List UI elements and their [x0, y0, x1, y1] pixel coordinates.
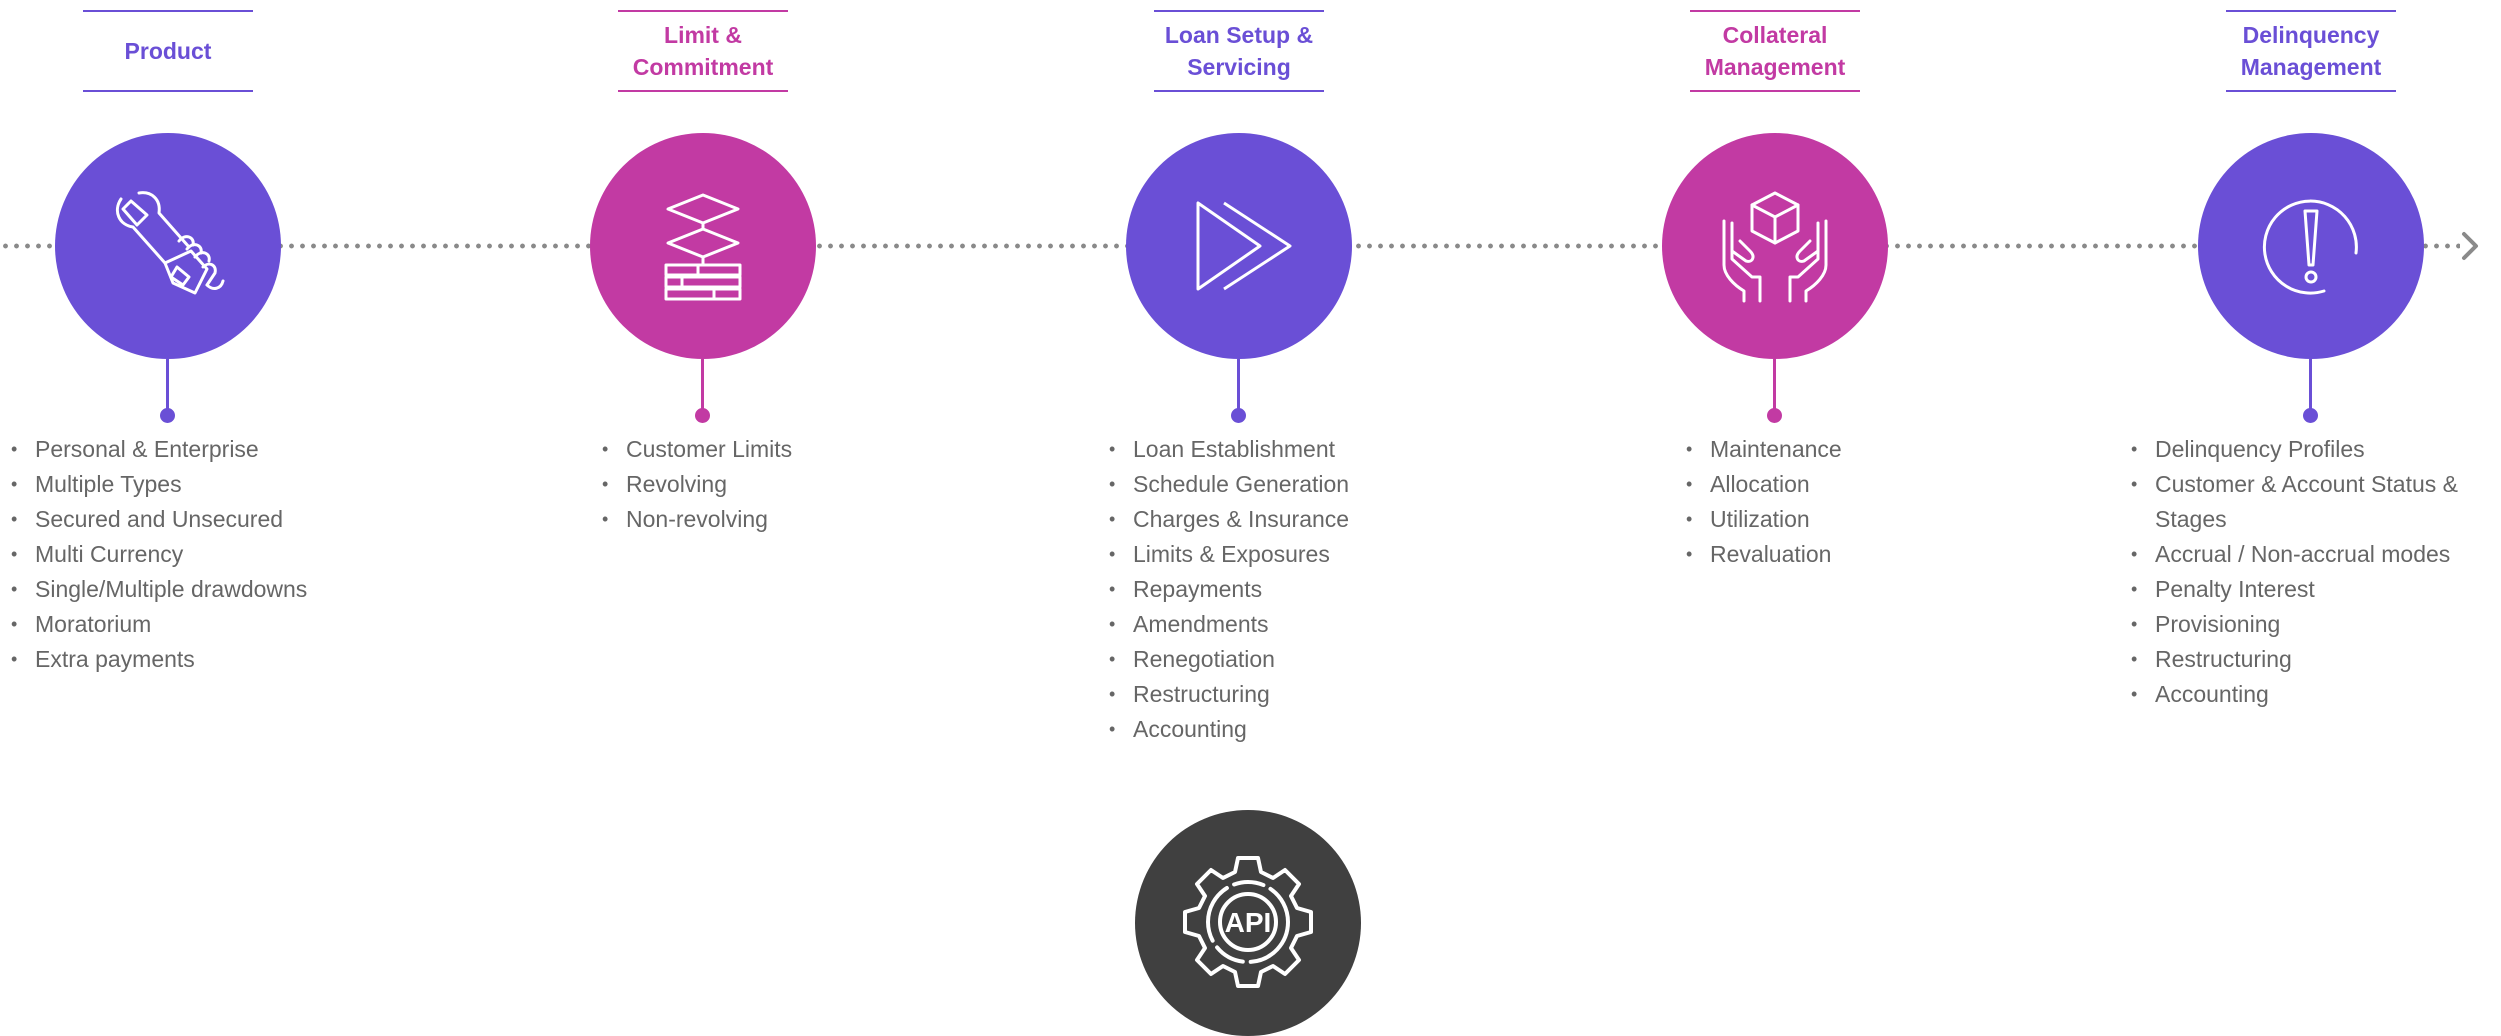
wrench-hand-icon [116, 191, 225, 295]
api-gear-icon: API [1183, 856, 1313, 988]
list-item: Utilization [1686, 502, 1842, 537]
stage-connector-dot [160, 408, 175, 423]
stage-title: Limit & Commitment [618, 10, 788, 92]
list-item: Revolving [602, 467, 792, 502]
list-item: Charges & Insurance [1109, 502, 1349, 537]
list-item: Non-revolving [602, 502, 792, 537]
stage-circle [1662, 133, 1888, 359]
stage-title: Loan Setup & Servicing [1154, 10, 1324, 92]
stage-connector [166, 359, 169, 412]
stage-connector-dot [2303, 408, 2318, 423]
list-item: Restructuring [2131, 642, 2476, 677]
exclamation-icon [2262, 199, 2358, 295]
stage-circle [55, 133, 281, 359]
stage-feature-list: Customer Limits Revolving Non-revolving [602, 432, 792, 537]
list-item: Delinquency Profiles [2131, 432, 2476, 467]
list-item: Multi Currency [11, 537, 307, 572]
list-item: Provisioning [2131, 607, 2476, 642]
list-item: Multiple Types [11, 467, 307, 502]
stage-circle [590, 133, 816, 359]
list-item: Extra payments [11, 642, 307, 677]
stage-title: Delinquency Management [2226, 10, 2396, 92]
list-item: Revaluation [1686, 537, 1842, 572]
stage-feature-list: Personal & Enterprise Multiple Types Sec… [11, 432, 307, 677]
hands-box-icon [1722, 191, 1828, 303]
stage-connector [1237, 359, 1240, 412]
list-item: Moratorium [11, 607, 307, 642]
list-item: Personal & Enterprise [11, 432, 307, 467]
list-item: Accounting [1109, 712, 1349, 747]
list-item: Schedule Generation [1109, 467, 1349, 502]
list-item: Limits & Exposures [1109, 537, 1349, 572]
stage-connector [701, 359, 704, 412]
list-item: Maintenance [1686, 432, 1842, 467]
list-item: Renegotiation [1109, 642, 1349, 677]
stage-connector-dot [1767, 408, 1782, 423]
list-item: Amendments [1109, 607, 1349, 642]
stage-circle [1126, 133, 1352, 359]
list-item: Secured and Unsecured [11, 502, 307, 537]
list-item: Customer Limits [602, 432, 792, 467]
api-circle: API [1135, 810, 1361, 1036]
list-item: Restructuring [1109, 677, 1349, 712]
fast-forward-icon [1196, 201, 1292, 291]
stage-connector-dot [1231, 408, 1246, 423]
stage-circle [2198, 133, 2424, 359]
stage-feature-list: Maintenance Allocation Utilization Reval… [1686, 432, 1842, 572]
list-item: Customer & Account Status & Stages [2131, 467, 2476, 537]
stage-title: Collateral Management [1690, 10, 1860, 92]
stage-connector [1773, 359, 1776, 412]
stage-title: Product [83, 10, 253, 92]
list-item: Accrual / Non-accrual modes [2131, 537, 2476, 572]
list-item: Loan Establishment [1109, 432, 1349, 467]
stage-feature-list: Loan Establishment Schedule Generation C… [1109, 432, 1349, 747]
list-item: Repayments [1109, 572, 1349, 607]
api-label: API [1225, 907, 1272, 938]
stage-connector-dot [695, 408, 710, 423]
timeline-arrow-icon [2462, 232, 2478, 260]
list-item: Allocation [1686, 467, 1842, 502]
stage-connector [2309, 359, 2312, 412]
list-item: Penalty Interest [2131, 572, 2476, 607]
list-item: Accounting [2131, 677, 2476, 712]
list-item: Single/Multiple drawdowns [11, 572, 307, 607]
layers-flow-icon [664, 193, 742, 301]
stage-feature-list: Delinquency Profiles Customer & Account … [2131, 432, 2476, 712]
